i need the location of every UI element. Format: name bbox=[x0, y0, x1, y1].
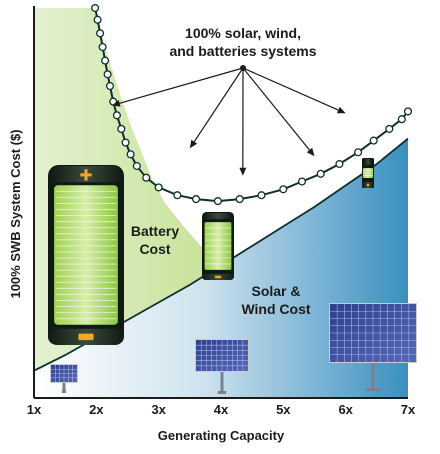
battery-medium-icon bbox=[202, 212, 234, 280]
system-cost-point bbox=[257, 191, 266, 200]
system-cost-point bbox=[112, 111, 121, 120]
system-cost-point bbox=[316, 169, 325, 178]
x-tick-label: 1x bbox=[27, 402, 42, 417]
system-cost-point bbox=[173, 191, 182, 200]
annotation-arrows bbox=[111, 65, 346, 176]
annotation-arrow bbox=[189, 67, 244, 149]
system-cost-point bbox=[279, 185, 288, 194]
system-cost-point bbox=[103, 70, 112, 79]
annotation-arrow bbox=[242, 67, 346, 114]
x-tick-label: 3x bbox=[151, 402, 166, 417]
solar-panel-large-icon bbox=[329, 303, 417, 391]
system-cost-point bbox=[117, 124, 126, 133]
annotation-arrow bbox=[111, 67, 244, 107]
solar-panel-small-icon bbox=[50, 364, 78, 393]
annotation-line-1: 100% solar, wind, bbox=[185, 25, 301, 41]
battery-small-icon bbox=[362, 158, 374, 188]
x-tick-labels: 1x 2x 3x 4x 5x 6x 7x bbox=[27, 402, 416, 417]
system-cost-point bbox=[213, 197, 222, 206]
x-axis-label: Generating Capacity bbox=[158, 428, 285, 443]
x-tick-label: 7x bbox=[401, 402, 416, 417]
system-cost-point bbox=[235, 195, 244, 204]
solar-panel-medium-icon bbox=[195, 339, 249, 394]
battery-large-icon bbox=[48, 165, 124, 345]
system-cost-point bbox=[105, 81, 115, 91]
system-cost-point bbox=[126, 150, 135, 159]
system-cost-point bbox=[297, 177, 307, 186]
system-cost-point bbox=[335, 159, 344, 169]
x-tick-label: 6x bbox=[338, 402, 353, 417]
solar-wind-cost-label-line-1: Solar & bbox=[251, 283, 300, 299]
annotation-arrow bbox=[242, 67, 315, 157]
system-cost-point bbox=[98, 42, 107, 52]
system-cost-point bbox=[93, 15, 102, 24]
solar-wind-cost-label-line-2: Wind Cost bbox=[241, 301, 310, 317]
system-cost-layer bbox=[91, 3, 413, 206]
x-tick-label: 2x bbox=[89, 402, 104, 417]
system-cost-point bbox=[192, 195, 201, 204]
y-axis-label: 100% SWB System Cost ($) bbox=[8, 129, 23, 298]
system-cost-point bbox=[96, 29, 105, 38]
system-cost-point bbox=[397, 115, 406, 124]
system-cost-point bbox=[121, 138, 130, 147]
system-cost-point bbox=[142, 173, 151, 182]
icon-layer bbox=[48, 158, 417, 394]
battery-cost-label-line-2: Cost bbox=[139, 241, 170, 257]
system-cost-point bbox=[354, 148, 363, 157]
system-cost-point bbox=[154, 183, 163, 192]
system-cost-point bbox=[91, 3, 100, 13]
annotation-arrow bbox=[239, 67, 247, 176]
x-tick-label: 4x bbox=[214, 402, 229, 417]
system-cost-point bbox=[369, 136, 378, 145]
x-tick-label: 5x bbox=[276, 402, 291, 417]
system-cost-point bbox=[132, 161, 141, 171]
battery-cost-label-line-1: Battery bbox=[131, 223, 179, 239]
annotation-line-2: and batteries systems bbox=[169, 43, 316, 59]
system-cost-point bbox=[385, 124, 394, 133]
system-cost-point bbox=[101, 56, 110, 65]
system-cost-point bbox=[403, 107, 413, 116]
